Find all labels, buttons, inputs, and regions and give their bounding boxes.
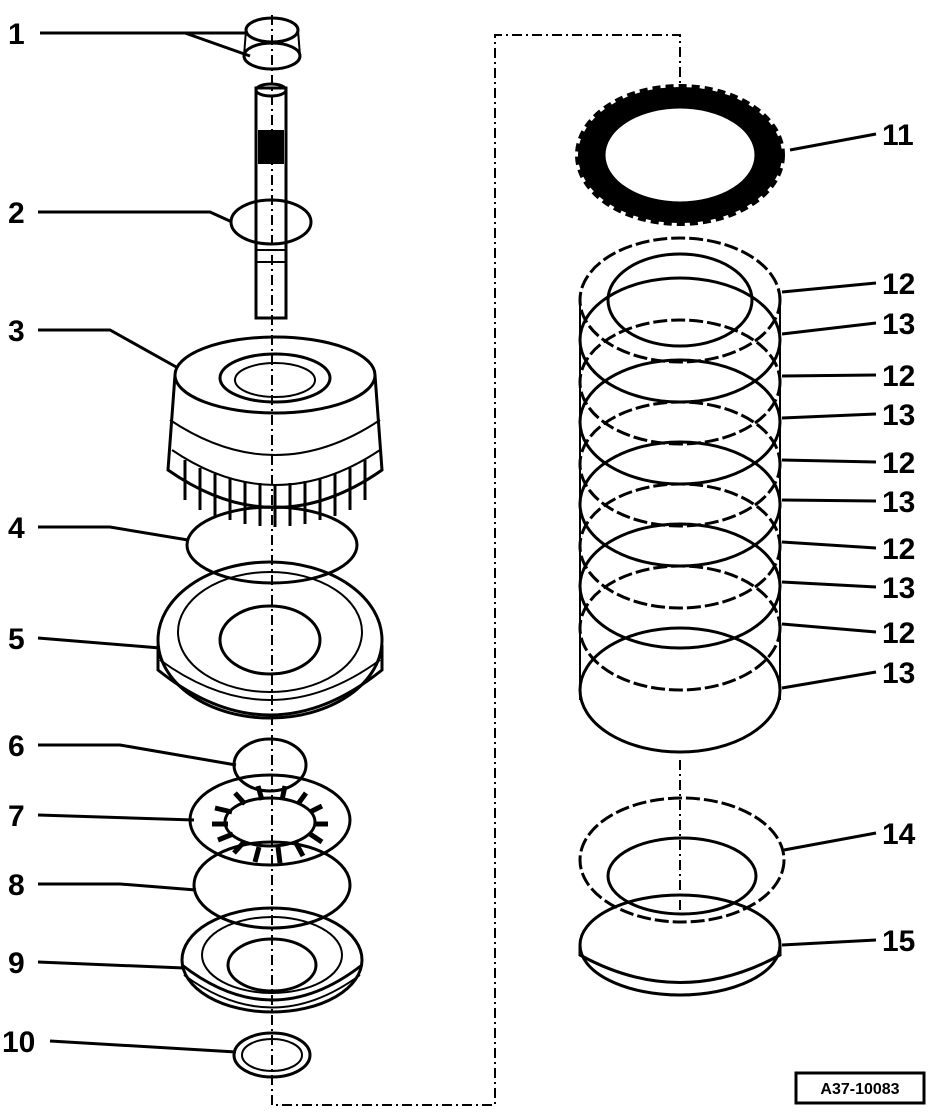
reference-code-box: A37-10083 [794,1071,926,1105]
part-3-clutch-drum [166,335,384,527]
label-12-e: 12 [882,617,915,650]
part-9-retainer-plate [180,906,364,1014]
label-8: 8 [8,869,25,902]
label-13-a: 13 [882,308,915,341]
part-6-ring [232,737,308,793]
part-number-labels: 1 2 3 4 5 6 7 8 9 10 11 12 13 12 13 12 1… [2,18,916,1059]
label-12-c: 12 [882,447,915,480]
label-13-b: 13 [882,399,915,432]
part-10-circlip [232,1031,312,1079]
label-6: 6 [8,730,25,763]
part-8-o-ring [192,840,352,930]
label-15: 15 [882,925,915,958]
label-13-d: 13 [882,572,915,605]
part-11-lined-disc [575,84,785,226]
label-5: 5 [8,623,25,656]
label-10: 10 [2,1026,35,1059]
part-15-snap-ring [578,893,782,997]
label-12-a: 12 [882,268,915,301]
label-9: 9 [8,947,25,980]
part-2-input-shaft [229,82,313,320]
label-13-c: 13 [882,486,915,519]
label-7: 7 [8,800,25,833]
label-13-e: 13 [882,657,915,690]
label-4: 4 [8,512,25,545]
label-3: 3 [8,315,25,348]
label-12-b: 12 [882,360,915,393]
part-14-pressure-plate [578,796,786,924]
leader-lines [37,31,877,1054]
part-7-spring-plate [188,773,352,867]
reference-code: A37-10083 [820,1081,899,1098]
part-4-o-ring [185,505,359,585]
label-11: 11 [882,119,914,152]
label-1: 1 [8,18,25,51]
label-12-d: 12 [882,533,915,566]
parts-12-13-plate-stack [578,236,782,754]
center-axis-lines [271,15,681,1106]
part-5-piston [156,560,384,720]
label-14: 14 [882,818,916,851]
part-1-snap-rings [242,16,302,71]
label-2: 2 [8,197,25,230]
